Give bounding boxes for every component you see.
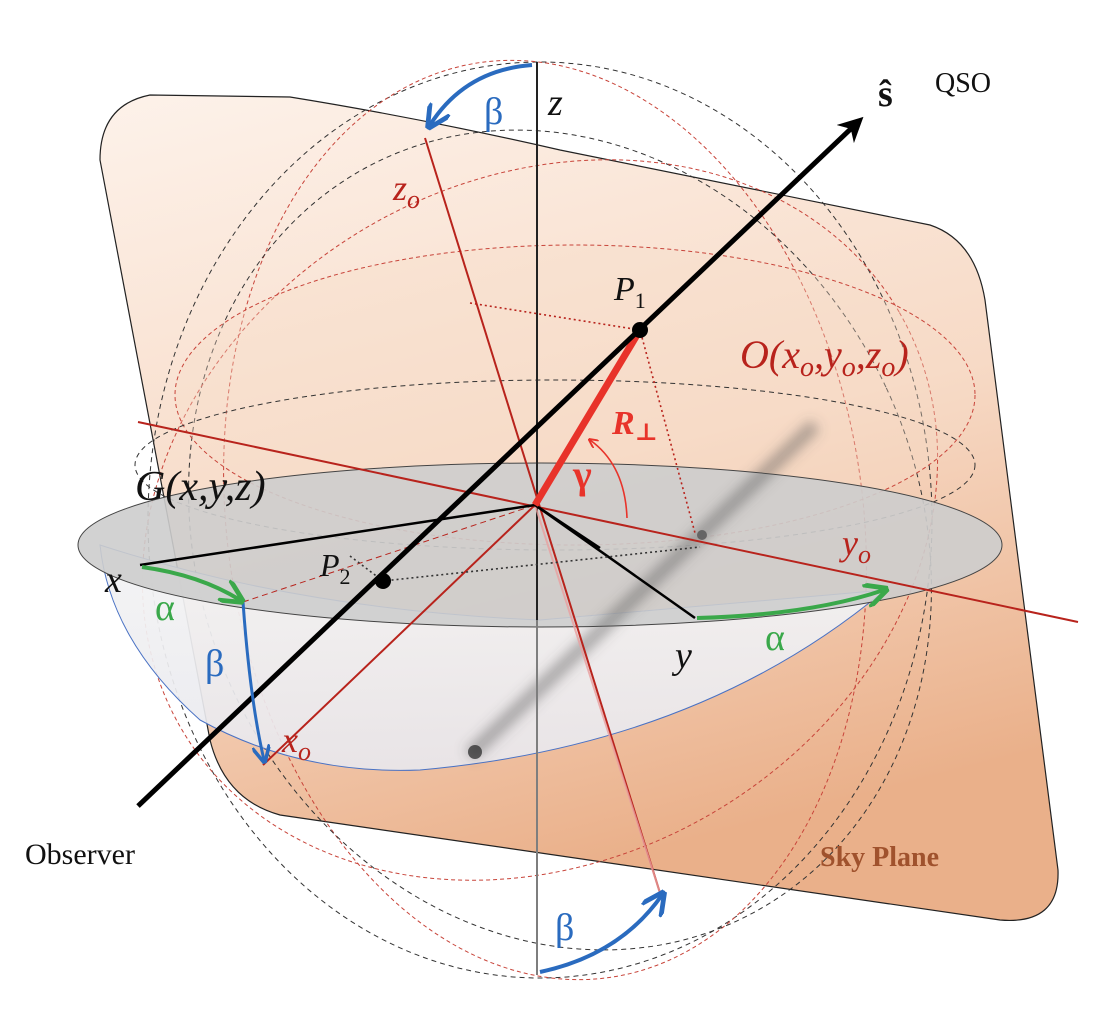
p2-point [375,573,391,589]
beta-arc-bottom [539,895,662,974]
dotted-end-dot [697,530,707,540]
label-g-point: G(x,y,z) [135,464,266,510]
label-p1: P1 [613,271,646,313]
z-o-axis [424,137,661,894]
label-beta-left: β [205,643,224,685]
label-alpha-left: α [155,587,175,629]
x-axis [139,503,536,567]
label-s-hat: ŝ [878,73,893,115]
blurred-dot-lower [468,745,482,759]
alpha-arc-left [141,565,240,600]
label-beta-top: β [484,91,503,133]
label-r-perp: R⊥ [611,405,658,446]
alpha-arc-right [696,590,884,620]
dashed-x-o-projection [242,504,536,603]
p1-point [632,322,648,338]
y-o-axis [137,421,1079,623]
label-observer: Observer [25,838,135,871]
sightline-s-hat [136,116,864,808]
blurred-sightline [465,419,820,761]
label-y-o: yo [839,523,871,569]
gamma-arc [590,440,628,519]
label-sky-plane: Sky Plane [820,842,939,873]
r-perp-vector [531,328,644,507]
label-alpha-right: α [765,617,785,659]
label-x: x [104,559,122,601]
sphere-great-circle-red-2 [141,159,939,881]
disk-radial-line [534,503,601,550]
label-y: y [671,635,692,677]
label-z-o: zo [392,168,420,214]
label-z: z [547,82,563,124]
z-o-axis-lower-fade [534,504,661,894]
label-qso: QSO [935,68,991,99]
beta-arc-top [430,63,533,125]
x-o-axis [262,504,536,766]
label-beta-bottom: β [555,907,574,949]
label-gamma: γ [572,452,592,497]
label-x-o: xo [281,720,311,766]
label-p2: P2 [319,547,351,589]
galaxy-disk [77,462,1003,628]
beta-arc-left [241,601,264,760]
label-o-point: O(xo,yo,zo) [740,332,909,383]
